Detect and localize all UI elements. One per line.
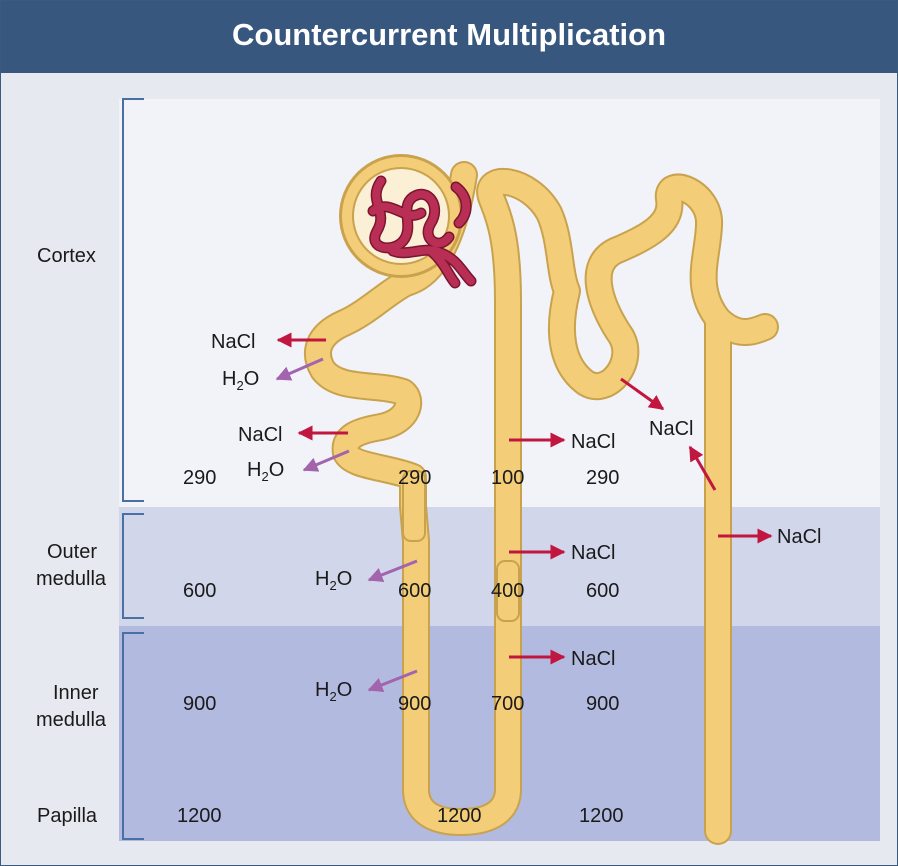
nacl-label: NaCl bbox=[571, 431, 615, 453]
descending-limb-osmolality: 900 bbox=[398, 693, 431, 715]
thick-descending-segment bbox=[402, 470, 426, 542]
ascending-limb-osmolality: 400 bbox=[491, 580, 524, 602]
tubule-body bbox=[306, 163, 777, 843]
water-arrows bbox=[275, 357, 418, 693]
cortex-bracket bbox=[122, 98, 144, 502]
nacl-label: NaCl bbox=[238, 424, 282, 446]
zone-label-inner-medulla: medulla bbox=[36, 709, 107, 731]
water-arrow-proximal-2 bbox=[302, 449, 350, 472]
collecting-osmolality: 1200 bbox=[579, 805, 624, 827]
interstitial-osmolality: 290 bbox=[183, 467, 216, 489]
water-label: H2O bbox=[315, 679, 352, 704]
zone-brackets bbox=[122, 98, 144, 840]
collecting-osmolality: 600 bbox=[586, 580, 619, 602]
collecting-osmolality: 290 bbox=[586, 467, 619, 489]
nephron-tubule bbox=[304, 161, 779, 845]
descending-limb-osmolality: 290 bbox=[398, 467, 431, 489]
glomerulus bbox=[367, 175, 477, 289]
nacl-arrow-distal bbox=[620, 377, 665, 411]
water-arrow-descending-2 bbox=[367, 669, 418, 693]
zone-label-papilla: Papilla bbox=[37, 805, 98, 827]
interstitial-osmolality: 600 bbox=[183, 580, 216, 602]
descending-limb-osmolality: 600 bbox=[398, 580, 431, 602]
nacl-arrows bbox=[276, 332, 773, 665]
water-arrow-descending-1 bbox=[367, 559, 418, 583]
interstitial-osmolality: 1200 bbox=[177, 805, 222, 827]
outer-medulla-bracket bbox=[122, 513, 144, 619]
zone-label-outer-medulla: medulla bbox=[36, 568, 107, 590]
ascending-limb-osmolality: 700 bbox=[491, 693, 524, 715]
thick-ascending-segment bbox=[496, 560, 520, 622]
nacl-arrow-collecting-in bbox=[688, 445, 717, 491]
nacl-label: NaCl bbox=[571, 542, 615, 564]
zone-label-inner: Inner bbox=[53, 682, 99, 704]
ascending-limb-osmolality: 100 bbox=[491, 467, 524, 489]
inner-medulla-bracket bbox=[122, 632, 144, 840]
zone-label-cortex: Cortex bbox=[37, 245, 96, 267]
water-label: H2O bbox=[315, 568, 352, 593]
loop-bend-osmolality: 1200 bbox=[437, 805, 482, 827]
nacl-label: NaCl bbox=[571, 648, 615, 670]
zone-label-outer: Outer bbox=[47, 541, 97, 563]
diagram-title: Countercurrent Multiplication bbox=[1, 1, 897, 73]
nacl-label: NaCl bbox=[649, 418, 693, 440]
water-label: H2O bbox=[247, 459, 284, 484]
water-label: H2O bbox=[222, 368, 259, 393]
water-arrow-proximal-1 bbox=[275, 357, 324, 381]
interstitial-osmolality: 900 bbox=[183, 693, 216, 715]
nacl-label: NaCl bbox=[777, 526, 821, 548]
nacl-label: NaCl bbox=[211, 331, 255, 353]
collecting-osmolality: 900 bbox=[586, 693, 619, 715]
